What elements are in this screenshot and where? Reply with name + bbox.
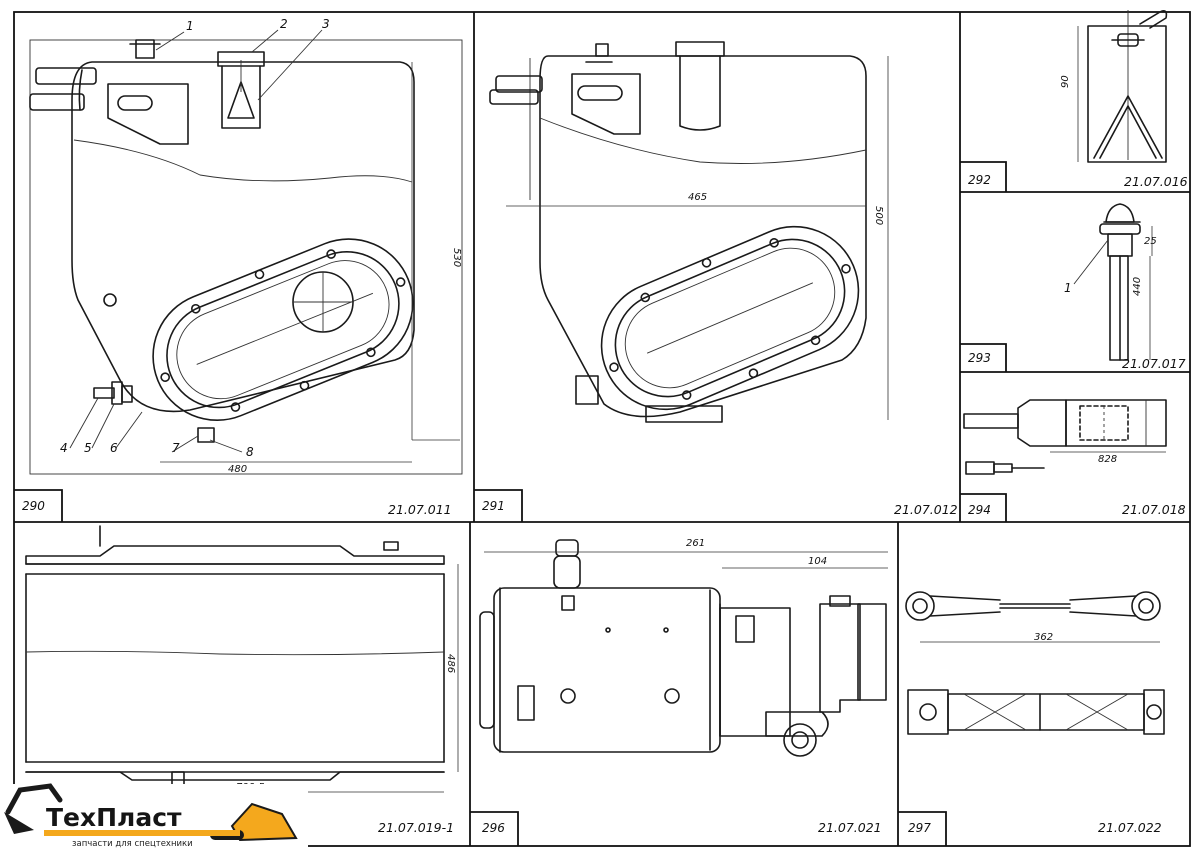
logo-brand-text: ТехПласт — [46, 803, 182, 832]
panel-code-295: 21.07.019-1 — [378, 820, 454, 835]
callout-293-1: 1 — [1064, 281, 1072, 295]
dim-293-top: 25 — [1144, 236, 1157, 247]
callout-290-1: 1 — [186, 19, 194, 33]
panel-code-292: 21.07.016 — [1124, 174, 1188, 189]
callout-290-6: 6 — [110, 441, 118, 455]
dim-291-height: 500 — [873, 206, 884, 225]
logo-slogan: запчасти для спецтехники — [72, 839, 193, 849]
panel-code-293: 21.07.017 — [1122, 356, 1186, 371]
drawing-290-oil-tank: 1 2 3 4 5 — [22, 17, 463, 517]
callout-290-3: 3 — [322, 17, 330, 31]
callout-290-7: 7 — [172, 441, 180, 455]
panel-number-294: 294 — [968, 503, 991, 517]
panel-number-293: 293 — [968, 351, 991, 365]
callout-290-4: 4 — [60, 441, 68, 455]
dim-291-width: 465 — [688, 192, 707, 203]
drawing-296-generator: 261 104 296 21.07.021 — [479, 538, 888, 835]
dim-290-width: 480 — [228, 464, 247, 475]
drawing-291-oil-tank: 465 500 291 21.07.012 — [482, 41, 958, 517]
panel-number-290: 290 — [22, 499, 45, 513]
dim-294-length: 828 — [1098, 454, 1117, 465]
callout-290-2: 2 — [280, 17, 288, 31]
panel-code-290: 21.07.011 — [388, 502, 452, 517]
sheet-frame — [13, 11, 1191, 847]
dim-297-length: 362 — [1034, 632, 1053, 643]
callout-290-8: 8 — [246, 445, 254, 459]
panel-code-297: 21.07.022 — [1098, 820, 1162, 835]
panel-number-291: 291 — [482, 499, 505, 513]
panel-code-294: 21.07.018 — [1122, 502, 1186, 517]
dim-290-height: 530 — [451, 248, 462, 267]
panel-number-292: 292 — [968, 173, 991, 187]
drawing-294-shaft: 828 294 21.07.018 — [963, 399, 1186, 517]
dim-293-length: 440 — [1132, 277, 1143, 296]
dim-292-height: 90 — [1060, 75, 1071, 88]
drawing-293-dipstick: 1 25 440 293 21.07.017 — [968, 203, 1186, 371]
callout-290-5: 5 — [84, 441, 92, 455]
panel-number-296: 296 — [482, 821, 505, 835]
dim-295-height: 486 — [445, 654, 456, 673]
dim-296-length: 261 — [686, 538, 705, 549]
panel-number-297: 297 — [908, 821, 931, 835]
techplast-logo: ТехПласт запчасти для спецтехники — [0, 783, 308, 854]
panel-code-296: 21.07.021 — [818, 820, 882, 835]
dim-296-part: 104 — [808, 556, 827, 567]
panel-code-291: 21.07.012 — [894, 502, 958, 517]
drawing-292-filter: 90 292 21.07.016 — [968, 10, 1188, 189]
drawing-297-link: 362 297 21.07.022 — [905, 591, 1165, 835]
